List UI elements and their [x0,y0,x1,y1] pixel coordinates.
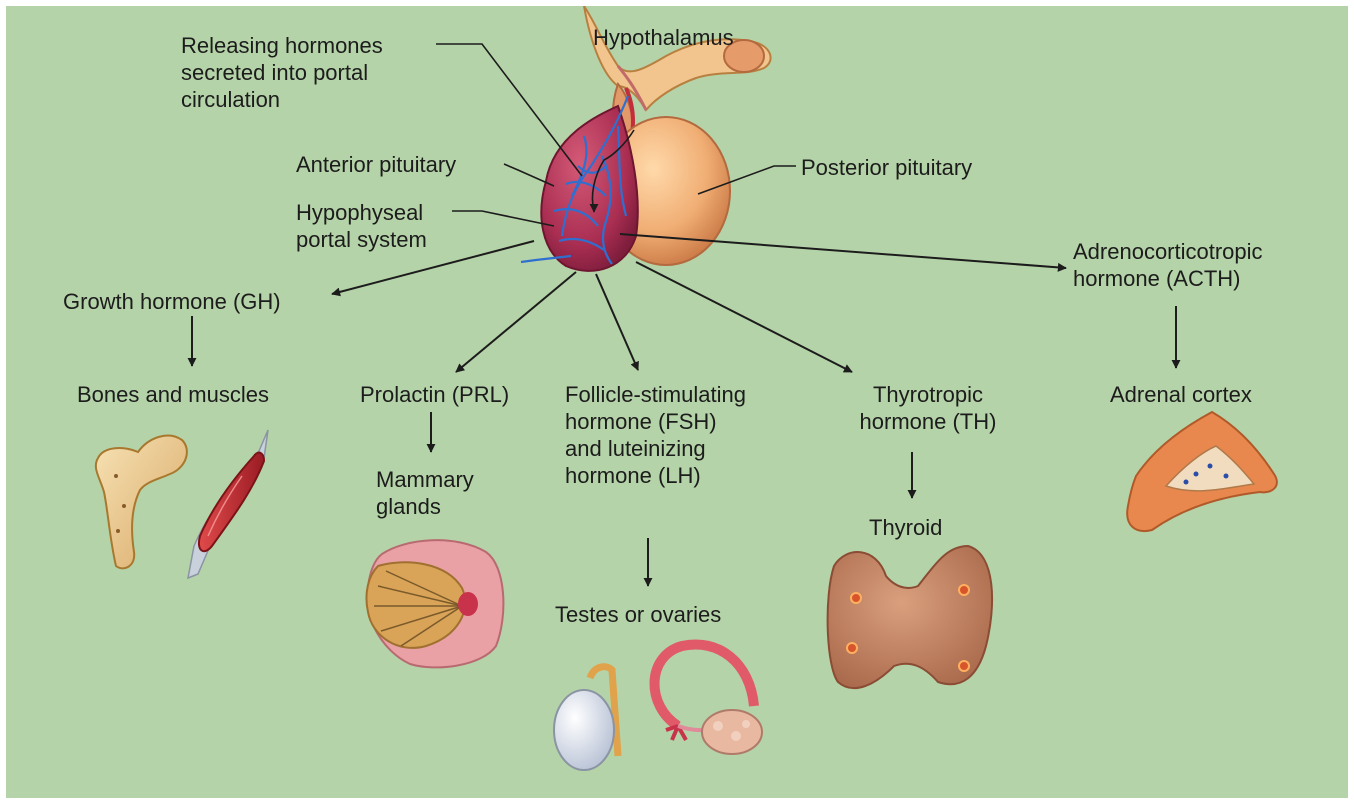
hypothalamus-tissue [584,6,771,110]
hypothalamus-label: Hypothalamus [593,24,734,51]
muscle-illustration [188,430,268,578]
thyroid-illustration [828,546,992,688]
adrenal-gland-illustration [1127,412,1277,531]
testes-ovaries-label: Testes or ovaries [555,601,721,628]
thyroid-label: Thyroid [869,514,942,541]
portal-system-label: Hypophyseal portal system [296,199,427,253]
posterior-pituitary-label: Posterior pituitary [801,154,972,181]
anterior-pituitary-label: Anterior pituitary [296,151,456,178]
mammary-glands-label: Mammary glands [376,466,474,520]
bone-illustration [96,436,187,569]
ovary-illustration [654,644,762,754]
testes-illustration [554,667,618,770]
fsh-lh-label: Follicle-stimulating hormone (FSH) and l… [565,381,746,489]
acth-label: Adrenocorticotropic hormone (ACTH) [1073,238,1263,292]
mammary-gland-illustration [366,540,503,667]
anterior-pituitary-lobe [541,106,637,271]
prolactin-label: Prolactin (PRL) [360,381,509,408]
growth-hormone-label: Growth hormone (GH) [63,288,281,315]
releasing-hormones-label: Releasing hormones secreted into portal … [181,32,383,113]
bones-muscles-label: Bones and muscles [77,381,269,408]
diagram-background: Hypothalamus Releasing hormones secreted… [6,6,1348,798]
adrenal-cortex-label: Adrenal cortex [1110,381,1252,408]
thyrotropic-hormone-label: Thyrotropic hormone (TH) [838,381,1018,435]
